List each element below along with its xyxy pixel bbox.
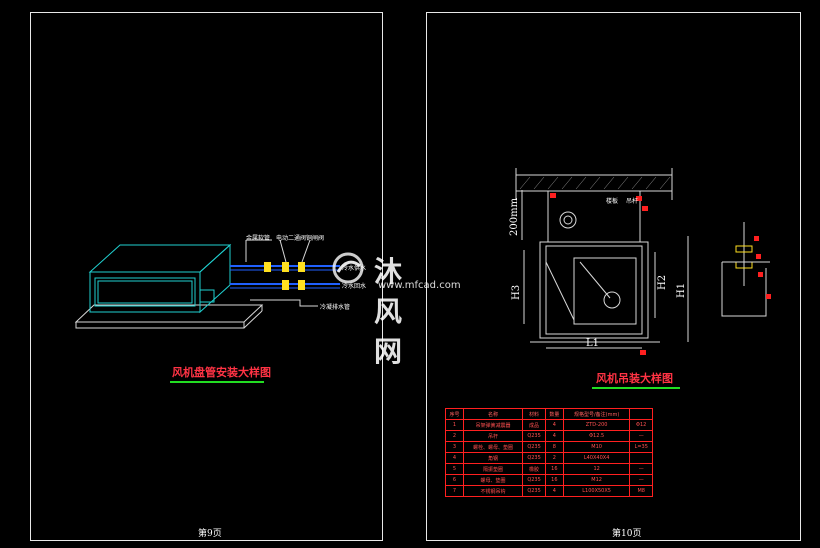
table-row: 4 角钢 Q235 2 L40X40X4 — [445, 452, 653, 464]
cell: Q235 — [522, 485, 546, 497]
drawing-sheet-left — [30, 12, 383, 541]
cell: L40X40X4 — [562, 452, 631, 464]
watermark-logo-icon — [332, 252, 364, 284]
hanger-detail — [515, 168, 689, 355]
dim-l1: L1 — [586, 338, 600, 349]
table-row: 7 不锈钢吊钩 Q235 4 L100X50X5 M8 — [445, 485, 653, 497]
dim-h1: H1 — [676, 282, 687, 298]
table-row: 2 吊杆 Q235 4 Φ12.5 — — [445, 430, 653, 442]
dim-h3: H3 — [511, 284, 522, 300]
left-title-underline — [170, 381, 264, 383]
header-material: 材料 — [522, 408, 546, 420]
cell: 16 — [544, 463, 564, 475]
cell: 3 — [445, 441, 464, 453]
right-title-underline — [592, 387, 680, 389]
cell: 4 — [544, 430, 564, 442]
drawing-sheet-right — [426, 12, 801, 541]
cell: 5 — [445, 463, 464, 475]
right-drawing-title: 风机吊装大样图 — [596, 372, 673, 385]
left-page-number: 第9页 — [198, 529, 222, 539]
cell: L=35 — [629, 441, 653, 453]
header-qty: 数量 — [544, 408, 564, 420]
cell: 16 — [544, 474, 564, 486]
dim-h2: H2 — [657, 274, 668, 290]
table-row: 1 吊架弹簧减震器 成品 4 ZTD-200 Φ12 — [445, 419, 653, 431]
cell: 2 — [544, 452, 564, 464]
cell: 1 — [445, 419, 464, 431]
label-return-pipe: 冷水回水 — [342, 283, 367, 290]
label-slab: 楼板 — [606, 198, 619, 205]
cell: 6 — [445, 474, 464, 486]
label-metal-hose: 金属软管 — [246, 235, 271, 242]
table-row: 5 隔振垫圈 橡胶 16 12 — — [445, 463, 653, 475]
cell: Q235 — [522, 430, 546, 442]
header-index: 序号 — [445, 408, 464, 420]
header-name: 名称 — [462, 408, 524, 420]
cell: — — [629, 463, 653, 475]
parts-table: 序号 名称 材料 数量 规格型号/备注(mm) 1 吊架弹簧减震器 成品 4 Z… — [445, 408, 653, 497]
cell: 4 — [544, 419, 564, 431]
label-electric-valve: 电动二通阀 — [276, 235, 307, 242]
cell: Φ12.5 — [562, 430, 631, 442]
cell: Q235 — [522, 452, 546, 464]
cell: 螺母、垫圈 — [462, 474, 524, 486]
rod-section-detail — [721, 222, 771, 317]
cell: 8 — [544, 441, 564, 453]
cell: L100X50X5 — [562, 485, 631, 497]
cell: 隔振垫圈 — [462, 463, 524, 475]
cell: Q235 — [522, 474, 546, 486]
cell — [629, 452, 653, 464]
cell: 不锈钢吊钩 — [462, 485, 524, 497]
cell: 角钢 — [462, 452, 524, 464]
left-drawing-title: 风机盘管安装大样图 — [172, 366, 271, 379]
cell: Q235 — [522, 441, 546, 453]
cell: — — [629, 474, 653, 486]
table-row: 3 螺栓、螺母、垫圈 Q235 8 M10 L=35 — [445, 441, 653, 453]
table-row: 6 螺母、垫圈 Q235 16 M12 — — [445, 474, 653, 486]
header-spec: 规格型号/备注(mm) — [562, 408, 631, 420]
cell: 4 — [445, 452, 464, 464]
watermark-url: www.mfcad.com — [378, 280, 461, 291]
parts-table-header: 序号 名称 材料 数量 规格型号/备注(mm) — [445, 408, 653, 420]
cell: 7 — [445, 485, 464, 497]
pipework — [230, 239, 340, 307]
cell: — — [629, 430, 653, 442]
cell: 吊架弹簧减震器 — [462, 419, 524, 431]
label-condensate: 冷凝排水管 — [320, 304, 351, 311]
cell: Φ12 — [629, 419, 653, 431]
cell: 2 — [445, 430, 464, 442]
cell: M8 — [629, 485, 653, 497]
cell: 橡胶 — [522, 463, 546, 475]
cell: M10 — [562, 441, 631, 453]
cell: 成品 — [522, 419, 546, 431]
watermark-text: 沐风网 — [374, 255, 405, 368]
cell: M12 — [562, 474, 631, 486]
label-rod: 吊杆 — [626, 198, 639, 205]
label-ball-valve: 铜闸阀 — [306, 235, 325, 242]
cell: 吊杆 — [462, 430, 524, 442]
label-supply-pipe: 冷水供水 — [342, 265, 367, 272]
cell: 12 — [562, 463, 631, 475]
dim-200mm: 200mm — [509, 197, 520, 236]
cell: ZTD-200 — [562, 419, 631, 431]
right-page-number: 第10页 — [612, 529, 642, 539]
header-note — [629, 408, 653, 420]
fan-coil-unit — [74, 243, 264, 329]
cell: 螺栓、螺母、垫圈 — [462, 441, 524, 453]
cell: 4 — [544, 485, 564, 497]
